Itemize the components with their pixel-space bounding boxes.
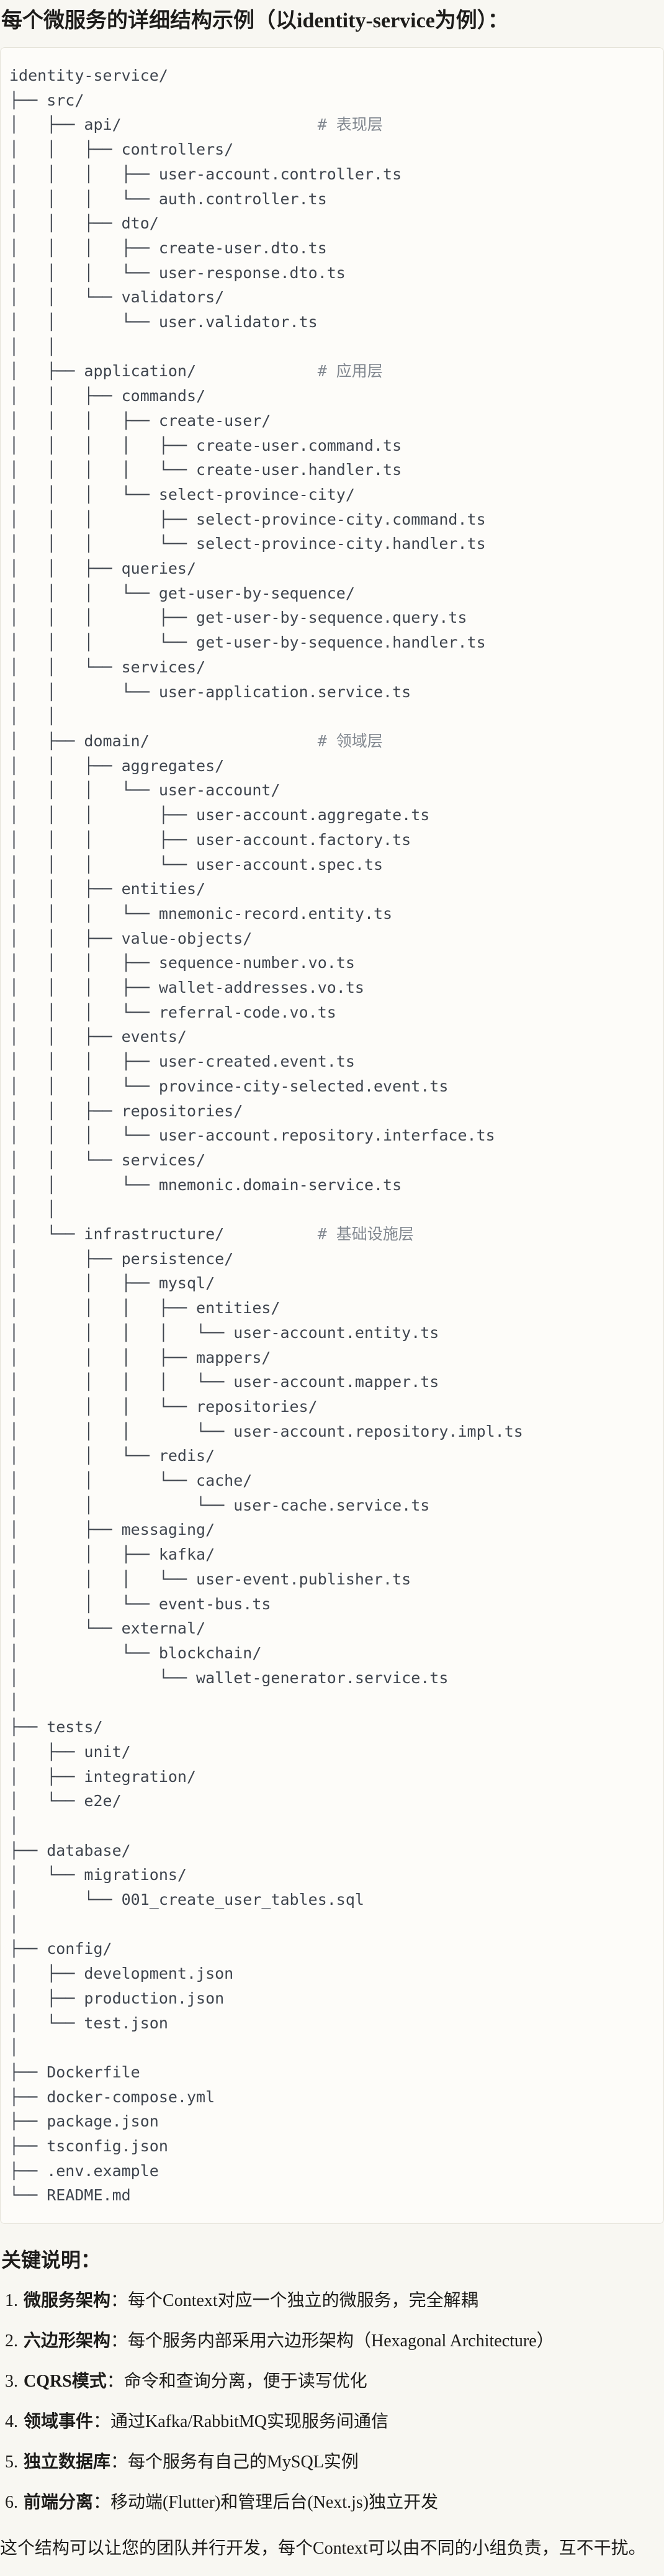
item-text: ：每个Context对应一个独立的微服务，完全解耦 [110,2291,478,2311]
item-label: 六边形架构 [24,2331,111,2351]
item-text: ：移动端(Flutter)和管理后台(Next.js)独立开发 [93,2493,439,2513]
section-heading: 关键说明： [1,2249,101,2272]
list-item: 3. CQRS模式：命令和查询分离，便于读写优化 [5,2369,664,2394]
code-block: identity-service/ ├── src/ │ ├── api/ # … [0,47,664,2225]
page-title: 每个微服务的详细结构示例（以identity-service为例）： [1,9,509,32]
list-item: 6. 前端分离：移动端(Flutter)和管理后台(Next.js)独立开发 [5,2490,664,2515]
closing-note: 这个结构可以让您的团队并行开发，每个Context可以由不同的小组负责，互不干扰… [0,2539,646,2559]
item-label: 前端分离 [24,2493,94,2513]
item-text: ：命令和查询分离，便于读写优化 [106,2372,367,2392]
tree-comment: # 表现层 [317,115,383,134]
list-item: 2. 六边形架构：每个服务内部采用六边形架构（Hexagonal Architec… [5,2329,664,2354]
item-number: 1. [5,2291,18,2311]
directory-tree: identity-service/ ├── src/ │ ├── api/ # … [9,66,523,2205]
item-text: ：每个服务有自己的MySQL实例 [110,2452,359,2472]
item-label: 独立数据库 [24,2452,111,2472]
tree-comment: # 应用层 [317,362,383,381]
list-item: 1. 微服务架构：每个Context对应一个独立的微服务，完全解耦 [5,2289,664,2313]
item-text: ：每个服务内部采用六边形架构（Hexagonal Architecture） [110,2331,554,2351]
item-label: 微服务架构 [24,2291,111,2311]
item-label: 领域事件 [24,2412,94,2432]
item-number: 3. [5,2372,18,2392]
item-number: 4. [5,2412,18,2432]
item-label: CQRS模式 [24,2372,107,2392]
list-item: 4. 领域事件：通过Kafka/RabbitMQ实现服务间通信 [5,2410,664,2434]
tree-comment: # 基础设施层 [317,1225,414,1244]
item-number: 2. [5,2331,18,2351]
list-item: 5. 独立数据库：每个服务有自己的MySQL实例 [5,2450,664,2475]
tree-comment: # 领域层 [317,731,383,750]
key-notes-list: 1. 微服务架构：每个Context对应一个独立的微服务，完全解耦 2. 六边形架构… [5,2289,664,2515]
item-text: ：通过Kafka/RabbitMQ实现服务间通信 [93,2412,388,2432]
item-number: 6. [5,2493,18,2513]
item-number: 5. [5,2452,18,2472]
